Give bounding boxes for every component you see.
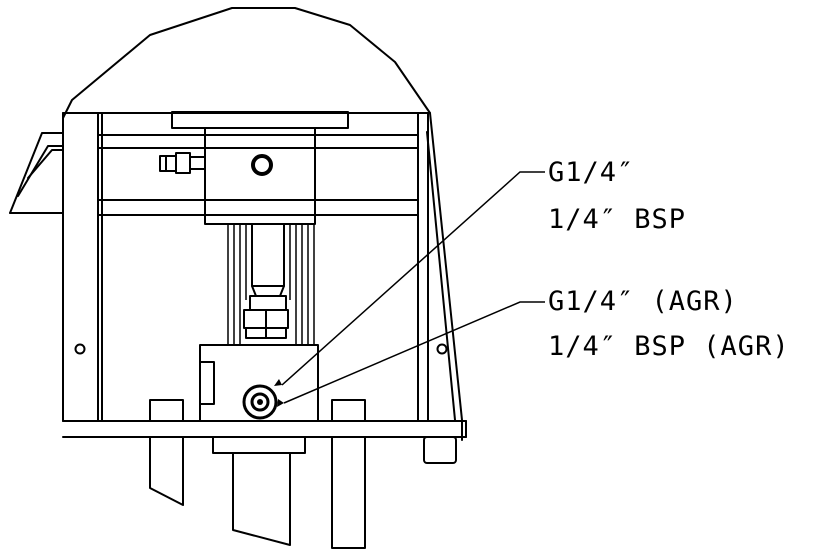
frame-hole-left [74,343,86,355]
foot-right [423,436,457,464]
callout-1-line-2: 1/4″ BSP [548,204,686,235]
lower-block [199,344,319,422]
cylinder-rod [243,223,289,339]
callout-2-line-2: 1/4″ BSP (AGR) [548,331,790,362]
upper-block [204,127,316,225]
right-rail [426,112,463,441]
leader-g14 [274,171,545,386]
callout-2-line-1: G1/4″ (AGR) [548,286,738,317]
top-plate [171,111,349,129]
callout-1-line-1: G1/4″ [548,157,634,188]
post-right [331,399,366,422]
fitting-outer [242,384,278,420]
left-rail [9,132,63,214]
frame-hole-right [436,343,448,355]
push-fitting [159,152,206,174]
legs [149,436,366,549]
fitting-inner [250,392,270,412]
guide-rods [227,224,315,345]
dome-outline [62,7,431,119]
base-plate [62,420,467,438]
port-hole-icon [251,154,273,176]
boss-center [212,436,306,454]
post-left [149,399,184,422]
leader-g14-agr [277,301,545,407]
